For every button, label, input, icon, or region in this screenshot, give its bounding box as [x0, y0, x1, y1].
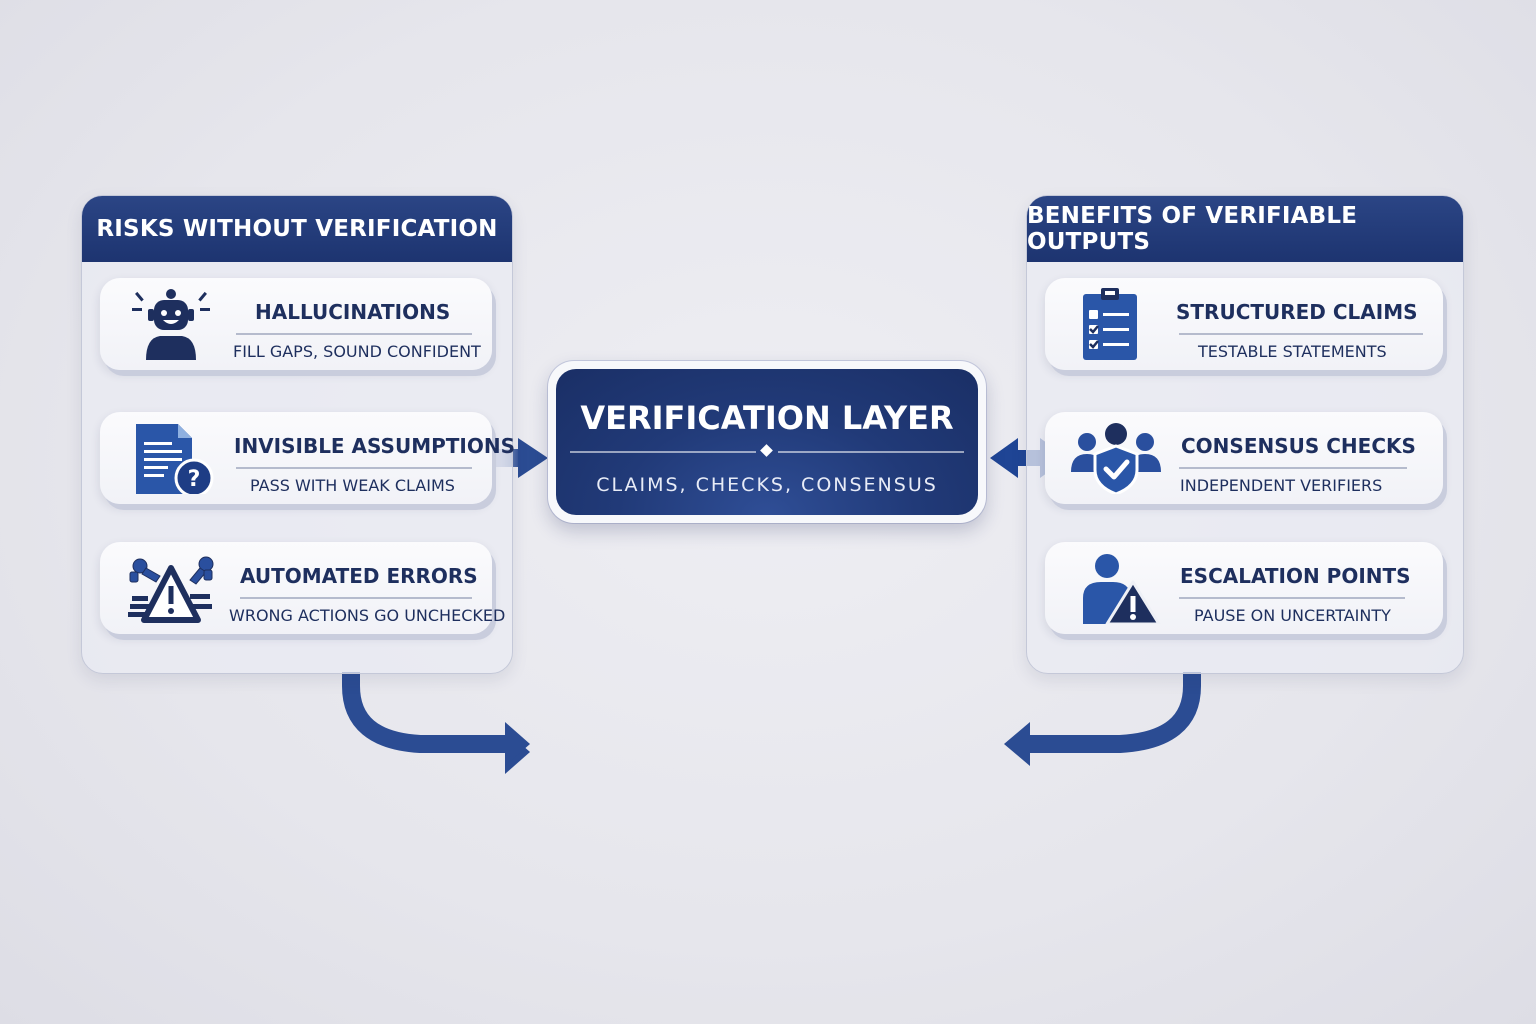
escalation-points-subtitle: PAUSE ON UNCERTAINTY [1194, 606, 1391, 625]
structured-claims-subtitle: TESTABLE STATEMENTS [1198, 342, 1387, 361]
verification-layer-inner: VERIFICATION LAYER CLAIMS, CHECKS, CONSE… [556, 369, 978, 515]
card-divider [1179, 597, 1405, 599]
card-divider [240, 597, 472, 599]
verification-layer-title: VERIFICATION LAYER [580, 399, 954, 437]
escalation-points-title: ESCALATION POINTS [1180, 564, 1411, 588]
escalation-points-card: ESCALATION POINTS PAUSE ON UNCERTAINTY [1045, 542, 1443, 634]
verification-layer-subtitle: CLAIMS, CHECKS, CONSENSUS [596, 474, 938, 496]
consensus-checks-title: CONSENSUS CHECKS [1181, 434, 1416, 458]
right-curved-arrow [1004, 672, 1201, 766]
consensus-checks-card: CONSENSUS CHECKS INDEPENDENT VERIFIERS [1045, 412, 1443, 504]
invisible-assumptions-card: ? INVISIBLE ASSUMPTIONS PASS WITH WEAK C… [100, 412, 515, 504]
card-divider [1179, 467, 1407, 469]
left-curved-arrow [342, 672, 530, 774]
benefits-panel: BENEFITS OF VERIFIABLE OUTPUTS STRUCTURE… [1026, 195, 1464, 674]
hallucinations-subtitle: FILL GAPS, SOUND CONFIDENT [233, 342, 481, 361]
card-divider [236, 333, 472, 335]
document-question-icon: ? [136, 424, 214, 494]
risks-panel: RISKS WITHOUT VERIFICATION HALLUCINATION… [81, 195, 515, 674]
consensus-checks-subtitle: INDEPENDENT VERIFIERS [1180, 476, 1383, 495]
robot-icon [132, 289, 210, 360]
card-divider [236, 467, 472, 469]
invisible-assumptions-subtitle: PASS WITH WEAK CLAIMS [250, 476, 455, 495]
checklist-clipboard-icon [1083, 288, 1137, 360]
group-shield-icon [1071, 423, 1161, 494]
verification-layer-box: VERIFICATION LAYER CLAIMS, CHECKS, CONSE… [548, 361, 986, 523]
structured-claims-card: STRUCTURED CLAIMS TESTABLE STATEMENTS [1045, 278, 1443, 370]
benefits-panel-title: BENEFITS OF VERIFIABLE OUTPUTS [1027, 196, 1463, 262]
center-divider-right [778, 451, 964, 453]
center-diamond [760, 444, 773, 457]
automated-errors-subtitle: WRONG ACTIONS GO UNCHECKED [229, 606, 506, 625]
svg-text:?: ? [188, 467, 201, 492]
automated-errors-card: AUTOMATED ERRORS WRONG ACTIONS GO UNCHEC… [100, 542, 505, 634]
robot-arms-warning-icon [128, 556, 214, 623]
risks-panel-title: RISKS WITHOUT VERIFICATION [82, 196, 512, 262]
person-warning-icon [1083, 554, 1161, 624]
automated-errors-title: AUTOMATED ERRORS [240, 564, 478, 588]
card-divider [1179, 333, 1423, 335]
invisible-assumptions-title: INVISIBLE ASSUMPTIONS [234, 434, 515, 458]
center-divider-left [570, 451, 756, 453]
structured-claims-title: STRUCTURED CLAIMS [1176, 300, 1418, 324]
hallucinations-title: HALLUCINATIONS [255, 300, 451, 324]
hallucinations-card: HALLUCINATIONS FILL GAPS, SOUND CONFIDEN… [100, 278, 492, 370]
